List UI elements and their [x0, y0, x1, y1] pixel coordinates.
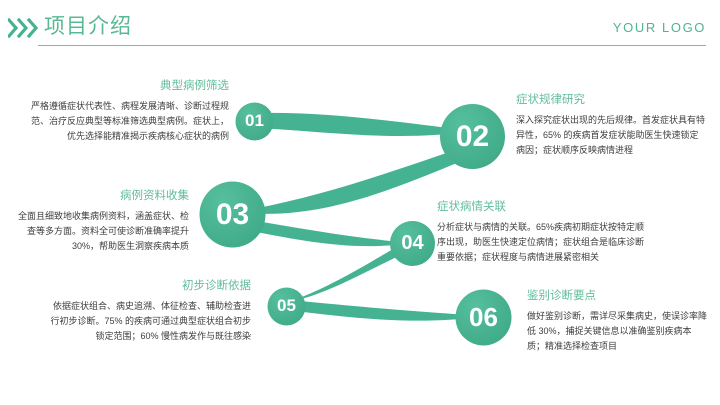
- node-body-01: 严格遵循症状代表性、病程发展清晰、诊断过程规范、治疗反应典型等标准筛选典型病例。…: [30, 101, 229, 141]
- node-title-05: 初步诊断依据: [182, 280, 251, 292]
- node-body-05: 依据症状组合、病史追溯、体征检查、辅助检查进行初步诊断。75% 的疾病可通过典型…: [50, 301, 251, 341]
- node-title-02: 症状规律研究: [516, 94, 585, 106]
- node-block-05: 初步诊断依据 依据症状组合、病史追溯、体征检查、辅助检查进行初步诊断。75% 的…: [46, 278, 251, 344]
- node-title-01: 典型病例筛选: [160, 80, 229, 92]
- triple-chevron-right-icon: [6, 17, 42, 39]
- node-number-05: 05: [277, 296, 296, 315]
- node-title-06: 鉴别诊断要点: [527, 290, 596, 302]
- node-block-06: 鉴别诊断要点 做好鉴别诊断，需详尽采集病史，使误诊率降低 30%，捕捉关键信息以…: [527, 288, 707, 354]
- node-number-04: 04: [401, 232, 424, 254]
- node-body-03: 全面且细致地收集病例资料，涵盖症状、检查等多方面。资料全可使诊断准确率提升30%…: [17, 211, 189, 251]
- node-body-04: 分析症状与病情的关联。65%疾病初期症状按特定顺序出现，助医生快速定位病情；症状…: [437, 222, 645, 262]
- node-body-06: 做好鉴别诊断，需详尽采集病史，使误诊率降低 30%，捕捉关键信息以准确鉴别疾病本…: [527, 311, 708, 351]
- node-number-03: 03: [215, 198, 250, 231]
- node-number-02: 02: [455, 120, 490, 153]
- node-block-01: 典型病例筛选 严格遵循症状代表性、病程发展清晰、诊断过程规范、治疗反应典型等标准…: [24, 78, 229, 144]
- node-number-01: 01: [245, 111, 264, 130]
- node-number-06: 06: [469, 302, 498, 332]
- node-block-02: 症状规律研究 深入探究症状出现的先后规律。首发症状具有特异性，65% 的疾病首发…: [516, 92, 706, 158]
- page-title: 项目介绍: [44, 15, 132, 38]
- slide-header: 项目介绍 YOUR LOGO: [0, 0, 720, 56]
- logo-placeholder: YOUR LOGO: [612, 20, 706, 35]
- connector-05-06: [288, 300, 484, 321]
- node-block-04: 症状病情关联 分析症状与病情的关联。65%疾病初期症状按特定顺序出现，助医生快速…: [437, 199, 652, 265]
- node-body-02: 深入探究症状出现的先后规律。首发症状具有特异性，65% 的疾病首发症状能助医生快…: [516, 115, 706, 155]
- node-title-03: 病例资料收集: [120, 190, 189, 202]
- node-title-04: 症状病情关联: [437, 201, 506, 213]
- node-block-03: 病例资料收集 全面且细致地收集病例资料，涵盖症状、检查等多方面。资料全可使诊断准…: [14, 188, 189, 254]
- header-divider: [38, 45, 706, 46]
